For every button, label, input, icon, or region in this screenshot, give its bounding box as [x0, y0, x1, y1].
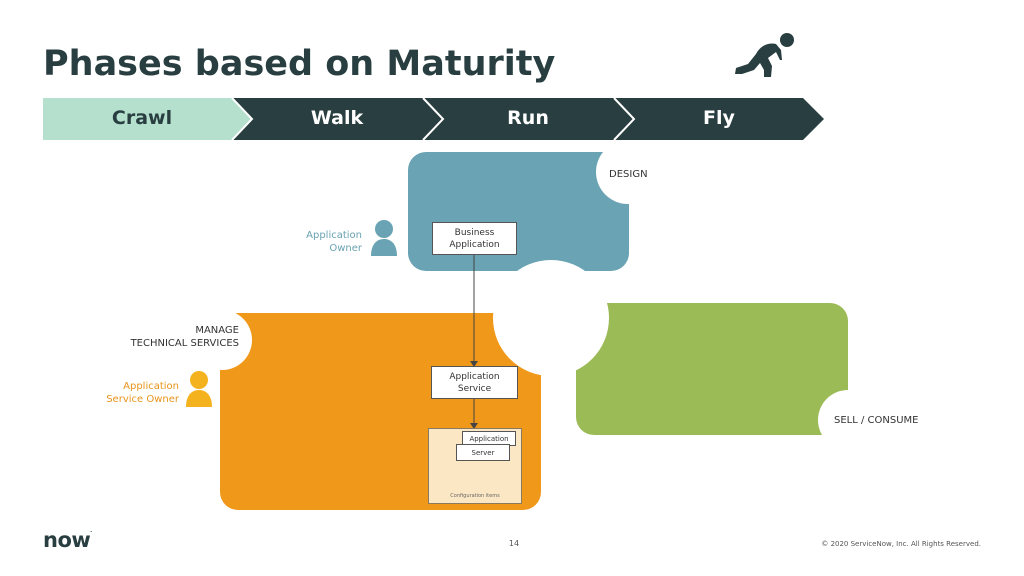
connector-arrow: [470, 361, 478, 367]
sell-region: [576, 303, 848, 435]
app-service-line1: Application: [449, 371, 500, 382]
servicenow-logo: now.: [43, 528, 92, 552]
app-owner-line2: Owner: [329, 243, 362, 254]
manage-label: MANAGE TECHNICAL SERVICES: [120, 324, 239, 350]
phase-chevron-crawl: [43, 98, 252, 140]
phase-label-walk[interactable]: Walk: [310, 107, 364, 129]
server-ci-box[interactable]: Server: [456, 444, 510, 461]
phase-label-crawl[interactable]: Crawl: [111, 107, 173, 129]
phase-chevron-walk: [232, 98, 443, 140]
person-icon: [371, 220, 397, 256]
phase-label-run[interactable]: Run: [507, 107, 549, 129]
manage-label-line1: MANAGE: [195, 325, 239, 336]
copyright-text: © 2020 ServiceNow, Inc. All Rights Reser…: [821, 540, 981, 548]
design-label: DESIGN: [609, 169, 648, 180]
person-icon: [186, 371, 212, 407]
phase-label-fly[interactable]: Fly: [703, 107, 735, 129]
runner-crouching-icon: [735, 33, 794, 77]
logo-text: now: [43, 528, 91, 552]
app-owner-label: Application Owner: [290, 229, 362, 255]
manage-label-line2: TECHNICAL SERVICES: [130, 338, 239, 349]
phase-chevron-run: [423, 98, 634, 140]
app-service-line2: Service: [457, 383, 492, 394]
business-app-line1: Business: [454, 227, 495, 238]
page-number: 14: [508, 539, 520, 548]
application-service-box[interactable]: Application Service: [431, 366, 518, 399]
app-service-owner-line2: Service Owner: [106, 394, 179, 405]
business-app-line2: Application: [449, 239, 500, 250]
connector-arrow: [470, 423, 478, 429]
app-service-owner-label: Application Service Owner: [95, 380, 179, 406]
phase-chevron-fly: [614, 98, 824, 140]
sell-consume-label: SELL / CONSUME: [834, 415, 919, 426]
config-items-label: Configuration items: [450, 493, 500, 499]
business-application-box[interactable]: Business Application: [432, 222, 517, 255]
page-title: Phases based on Maturity: [43, 44, 556, 84]
app-service-owner-line1: Application: [123, 381, 179, 392]
app-owner-line1: Application: [306, 230, 362, 241]
